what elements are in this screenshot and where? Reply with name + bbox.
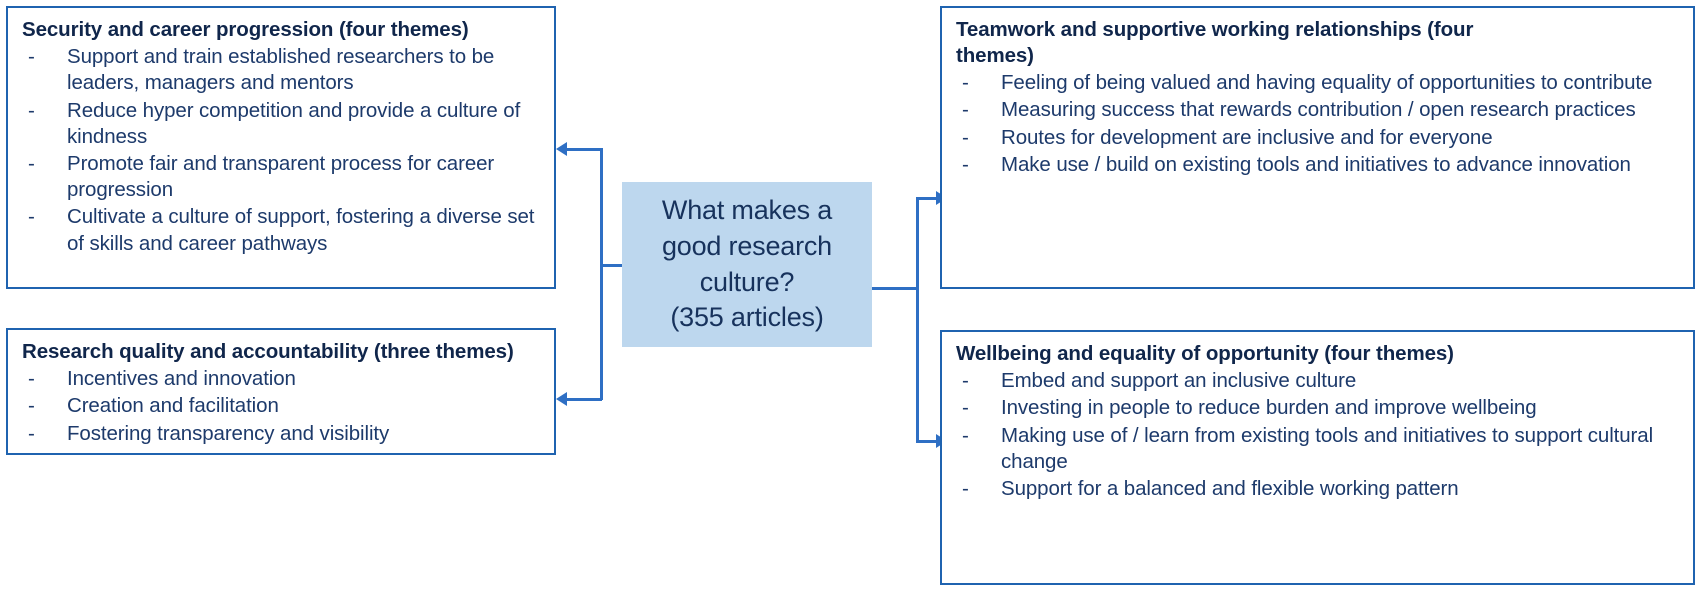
bullet-dash-icon: - — [28, 205, 35, 229]
connector-centre-right-stub — [872, 287, 918, 290]
connector-right-trunk — [916, 197, 919, 442]
bullet-dash-icon: - — [962, 98, 969, 122]
list-item: - Feeling of being valued and having equa… — [956, 70, 1679, 96]
list-item: - Creation and facilitation — [22, 393, 540, 419]
theme-list: - Incentives and innovation - Creation and… — [22, 366, 540, 447]
bullet-dash-icon: - — [28, 394, 35, 418]
list-item-text: Routes for development are inclusive and… — [1001, 125, 1493, 149]
list-item-text: Investing in people to reduce burden and… — [1001, 396, 1537, 420]
list-item: - Routes for development are inclusive an… — [956, 125, 1679, 151]
central-question-line-2: good research — [661, 230, 832, 261]
bullet-dash-icon: - — [962, 396, 969, 420]
arrowhead-to-bottom-left-box — [556, 392, 567, 406]
list-item: - Reduce hyper competition and provide a … — [22, 98, 540, 150]
bullet-dash-icon: - — [962, 476, 969, 500]
list-item-text: Support for a balanced and flexible work… — [1001, 476, 1459, 500]
arrowhead-to-top-left-box — [556, 142, 567, 156]
list-item: - Support for a balanced and flexible wor… — [956, 476, 1679, 502]
connector-right-top-branch — [916, 197, 940, 200]
bullet-dash-icon: - — [962, 125, 969, 149]
list-item: - Incentives and innovation — [22, 366, 540, 392]
bullet-dash-icon: - — [962, 71, 969, 95]
theme-box-security-career-progression[interactable]: Security and career progression (four th… — [6, 6, 556, 289]
theme-box-wellbeing-equality-opportunity[interactable]: Wellbeing and equality of opportunity (f… — [940, 330, 1695, 585]
list-item: - Making use of / learn from existing too… — [956, 423, 1679, 475]
connector-centre-left-stub — [600, 264, 624, 267]
list-item: - Fostering transparency and visibility — [22, 421, 540, 447]
list-item: - Make use / build on existing tools and … — [956, 152, 1679, 178]
central-question-text: What makes a good research culture? (355… — [662, 193, 832, 337]
list-item-text: Embed and support an inclusive culture — [1001, 369, 1357, 393]
connector-left-trunk — [600, 148, 603, 400]
theme-box-research-quality-accountability[interactable]: Research quality and accountability (thr… — [6, 328, 556, 455]
box-title: Teamwork and supportive working relation… — [956, 18, 1474, 68]
box-title: Security and career progression (four th… — [22, 18, 469, 41]
connector-left-top-branch — [566, 148, 602, 151]
list-item-text: Reduce hyper competition and provide a c… — [67, 98, 521, 148]
box-title: Research quality and accountability (thr… — [22, 340, 514, 363]
list-item-text: Make use / build on existing tools and i… — [1001, 152, 1631, 176]
central-question-box[interactable]: What makes a good research culture? (355… — [622, 182, 872, 347]
bullet-dash-icon: - — [28, 151, 35, 175]
central-question-line-1: What makes a — [661, 194, 833, 225]
theme-list: - Support and train established researche… — [22, 44, 540, 257]
bullet-dash-icon: - — [28, 421, 35, 445]
list-item-text: Making use of / learn from existing tool… — [1001, 423, 1654, 473]
list-item-text: Cultivate a culture of support, fosterin… — [67, 205, 535, 255]
central-question-line-3: culture? — [699, 266, 795, 297]
list-item-text: Creation and facilitation — [67, 394, 279, 418]
list-item: - Support and train established researche… — [22, 44, 540, 96]
connector-right-bottom-branch — [916, 440, 940, 443]
theme-list: -Embed and support an inclusive culture … — [956, 368, 1679, 502]
bullet-dash-icon: - — [962, 369, 969, 393]
list-item-text: Fostering transparency and visibility — [67, 421, 390, 445]
connector-left-bottom-branch — [566, 398, 602, 401]
box-title: Wellbeing and equality of opportunity (f… — [956, 342, 1454, 365]
bullet-dash-icon: - — [962, 423, 969, 447]
theme-list: - Feeling of being valued and having equa… — [956, 70, 1679, 178]
bullet-dash-icon: - — [962, 152, 969, 176]
theme-box-teamwork-supportive-relationships[interactable]: Teamwork and supportive working relation… — [940, 6, 1695, 289]
list-item-text: Support and train established researcher… — [67, 45, 495, 95]
list-item-text: Feeling of being valued and having equal… — [1001, 71, 1653, 95]
central-question-line-4: (355 articles) — [670, 302, 824, 333]
list-item: - Cultivate a culture of support, fosteri… — [22, 204, 540, 256]
list-item: - Measuring success that rewards contribu… — [956, 97, 1679, 123]
bullet-dash-icon: - — [28, 98, 35, 122]
list-item: - Promote fair and transparent process fo… — [22, 151, 540, 203]
bullet-dash-icon: - — [28, 45, 35, 69]
list-item: - Embed and support an inclusive culture — [956, 368, 1679, 394]
list-item-text: Incentives and innovation — [67, 367, 296, 391]
list-item-text: Measuring success that rewards contribut… — [1001, 98, 1636, 122]
list-item-text: Promote fair and transparent process for… — [67, 151, 495, 202]
list-item: - Investing in people to reduce burden an… — [956, 395, 1679, 421]
bullet-dash-icon: - — [28, 367, 35, 391]
